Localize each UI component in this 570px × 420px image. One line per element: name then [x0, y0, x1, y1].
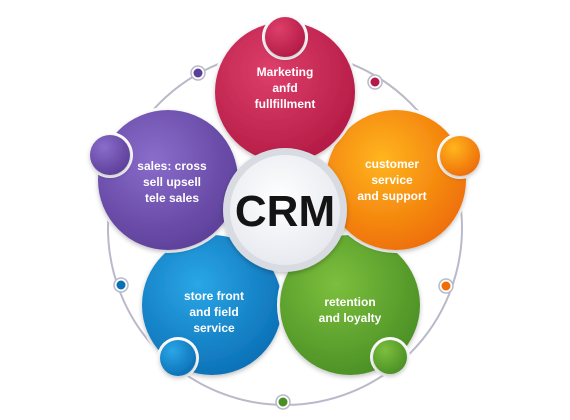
petal-label-line: tele sales: [145, 191, 199, 205]
petal-label-line: fullfillment: [255, 97, 316, 111]
petal-label-line: and support: [357, 189, 426, 203]
knob-store-front: [160, 340, 196, 376]
petal-customer-service: customer service and support: [323, 107, 483, 253]
petal-sales: sales: cross sell upsell tele sales: [87, 107, 241, 253]
petal-label-line: Marketing: [257, 65, 314, 79]
ring-dot-core-marketing: [370, 77, 380, 87]
center-label: CRM: [235, 187, 335, 236]
knob-retention: [373, 340, 407, 374]
petal-label-line: sell upsell: [143, 175, 201, 189]
petal-label-line: anfd: [272, 81, 297, 95]
knob-marketing: [265, 17, 305, 57]
petal-label-customer-service: customer service and support: [357, 157, 426, 203]
petal-circle-customer-service: [326, 110, 466, 250]
ring-dot-core-store-front: [116, 280, 126, 290]
knob-customer-service: [440, 136, 480, 176]
ring-dots: [113, 65, 454, 410]
petal-label-line: service: [371, 173, 413, 187]
petal-circle-sales: [98, 110, 238, 250]
center-hub: CRM: [223, 148, 347, 272]
petal-label-line: sales: cross: [137, 159, 207, 173]
knob-sales: [90, 135, 130, 175]
petal-label-store-front: store front and field service: [184, 289, 244, 335]
petal-label-line: store front: [184, 289, 244, 303]
petal-label-marketing: Marketing anfd fullfillment: [255, 65, 316, 111]
petal-label-line: customer: [365, 157, 419, 171]
petal-label-line: retention: [324, 295, 375, 309]
ring-dot-core-customer-service: [441, 281, 451, 291]
petal-label-line: and loyalty: [319, 311, 382, 325]
petal-circle-marketing: [215, 22, 355, 162]
petal-label-sales: sales: cross sell upsell tele sales: [137, 159, 207, 205]
petals: store front and field service retention and …: [87, 14, 483, 379]
ring-dot-core-sales: [193, 68, 203, 78]
petal-store-front: store front and field service: [139, 232, 285, 379]
petal-label-line: and field: [189, 305, 238, 319]
petal-label-retention: retention and loyalty: [319, 295, 382, 325]
petal-retention: retention and loyalty: [277, 232, 423, 378]
ring-dot-core-retention: [278, 397, 288, 407]
petal-label-line: service: [193, 321, 235, 335]
center-inner: [230, 155, 340, 265]
petal-marketing: Marketing anfd fullfillment: [212, 14, 358, 165]
